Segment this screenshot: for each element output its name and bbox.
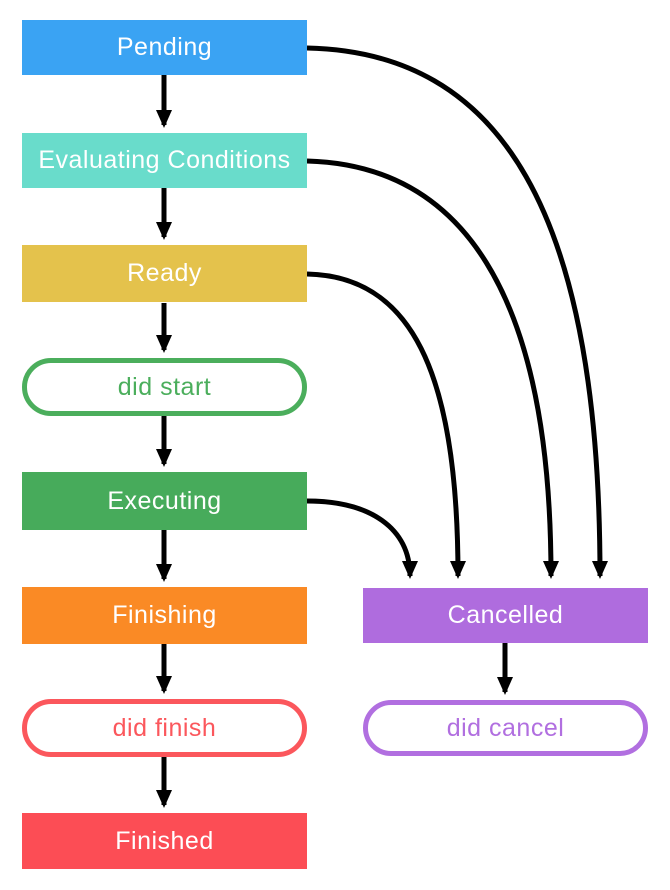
edge-ready-to-cancelled	[306, 271, 466, 579]
node-ready-label: Ready	[127, 259, 202, 287]
edge-group	[156, 45, 608, 808]
node-cancelled-label: Cancelled	[447, 601, 564, 629]
node-evaluating-conditions-label: Evaluating Conditions	[38, 146, 291, 174]
node-pending-label: Pending	[116, 33, 213, 61]
node-ready: Ready	[22, 245, 307, 302]
node-finishing-label: Finishing	[112, 601, 217, 629]
edge-evaluating-conditions-to-cancelled	[306, 158, 559, 579]
node-did-start-label: did start	[117, 372, 212, 401]
node-did-finish: did finish	[22, 699, 307, 757]
node-did-cancel: did cancel	[363, 700, 648, 756]
node-did-finish-label: did finish	[112, 713, 217, 742]
node-did-start: did start	[22, 358, 307, 416]
node-cancelled: Cancelled	[363, 588, 648, 643]
edge-pending-to-cancelled	[306, 45, 608, 579]
node-did-cancel-label: did cancel	[446, 713, 565, 742]
node-executing: Executing	[22, 472, 307, 530]
node-finished: Finished	[22, 813, 307, 869]
node-evaluating-conditions: Evaluating Conditions	[22, 133, 307, 188]
node-finishing: Finishing	[22, 587, 307, 644]
edge-executing-to-cancelled	[306, 498, 418, 579]
node-executing-label: Executing	[107, 486, 222, 515]
node-pending: Pending	[22, 20, 307, 75]
node-finished-label: Finished	[115, 826, 214, 855]
